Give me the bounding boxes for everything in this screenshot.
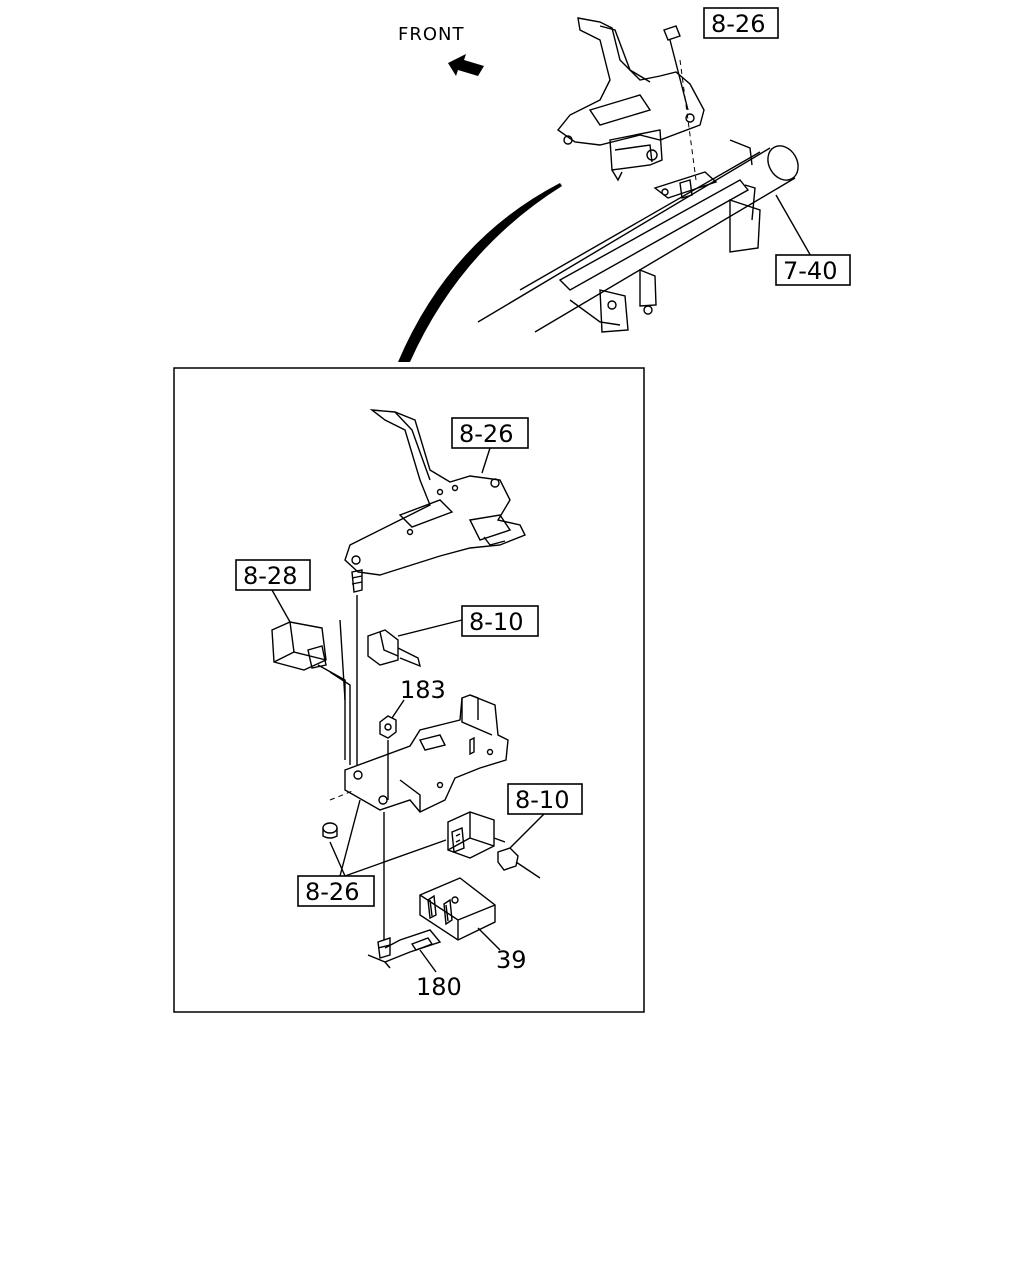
- callout-relay-left: 8-28: [235, 559, 311, 591]
- detail-upper-bracket: [344, 409, 526, 576]
- part-39-label: 39: [496, 946, 527, 974]
- svg-text:8-26: 8-26: [305, 878, 359, 906]
- top-bolt: [663, 25, 697, 181]
- detail-callout-arrow: [398, 183, 562, 362]
- svg-text:8-10: 8-10: [469, 608, 523, 636]
- detail-frame: [173, 367, 645, 1013]
- svg-text:8-26: 8-26: [459, 420, 513, 448]
- connector-upper: [339, 619, 422, 701]
- part-183-label: 183: [400, 676, 446, 704]
- callout-fasteners-lower: 8-26: [297, 875, 375, 907]
- relay-right: [447, 811, 506, 859]
- crossmember-assembly: [477, 139, 799, 333]
- callout-bracket-upper: 8-26: [451, 417, 529, 449]
- top-bracket: [556, 17, 705, 182]
- lower-mounting-plate: [344, 694, 509, 813]
- relay-box-39: [419, 877, 496, 941]
- washer: [322, 789, 356, 839]
- front-arrow-icon: [448, 54, 484, 76]
- callout-connector-lower: 8-10: [507, 783, 583, 815]
- svg-text:8-10: 8-10: [515, 786, 569, 814]
- svg-text:7-40: 7-40: [783, 257, 837, 285]
- nut-183: [379, 715, 397, 800]
- clip-180: [367, 929, 442, 969]
- part-180-label: 180: [416, 973, 462, 1001]
- relay-left: [271, 621, 351, 765]
- screw: [351, 569, 363, 765]
- callout-top-bolt: 8-26: [703, 7, 779, 39]
- callout-connector-upper: 8-10: [461, 605, 539, 637]
- connector-lower: [497, 847, 541, 879]
- callout-crossmember: 7-40: [775, 254, 851, 286]
- svg-text:8-28: 8-28: [243, 562, 297, 590]
- front-label: FRONT: [398, 24, 465, 45]
- svg-text:8-26: 8-26: [711, 10, 765, 38]
